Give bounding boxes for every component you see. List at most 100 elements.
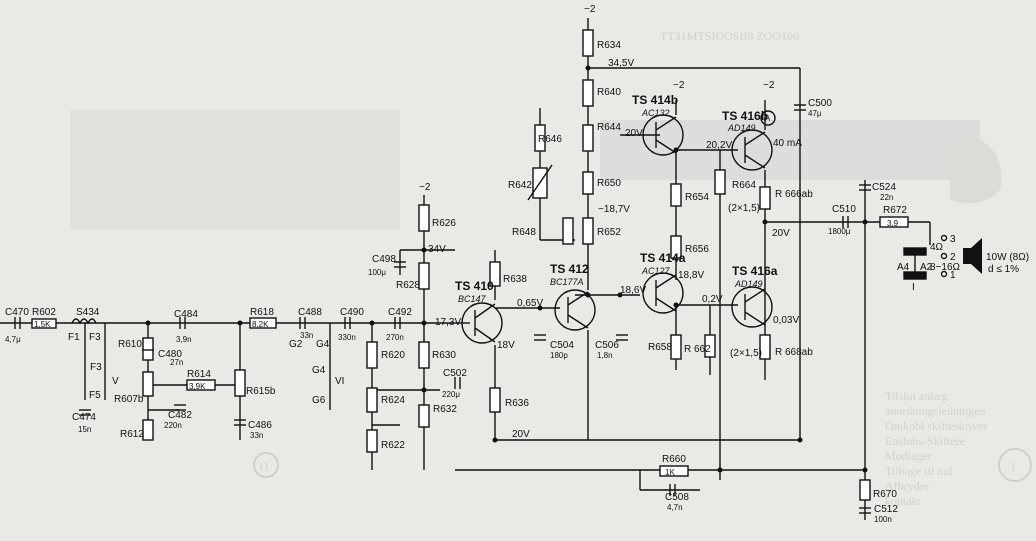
- ts412-type: BC177A: [550, 277, 584, 287]
- ts416a-name: TS 416a: [732, 264, 778, 278]
- r644-label: R644: [597, 122, 621, 133]
- bleed-line-1: anordningsledningen: [885, 404, 986, 418]
- v187-label: −18,7V: [598, 204, 630, 215]
- f5-label: F5: [89, 390, 101, 401]
- r656-label: R656: [685, 244, 709, 255]
- supply-ts414b-label: −2: [673, 80, 685, 91]
- r610-label: R610: [118, 339, 142, 350]
- c502-label: C502: [443, 368, 467, 379]
- c486-label: C486: [248, 420, 272, 431]
- junction-dots: [145, 65, 868, 473]
- r638-label: R638: [503, 274, 527, 285]
- v173-label: 17,3V: [435, 317, 461, 328]
- g4-label: G4: [316, 339, 330, 350]
- switch-v-label: V: [112, 376, 119, 387]
- v18-label: 18V: [497, 340, 515, 351]
- c498-label: C498: [372, 254, 396, 265]
- r630-label: R630: [432, 350, 456, 361]
- r672-value: 3,9: [887, 219, 899, 228]
- bleed-mirrored-text: TT31MTSIOOSII8 ZOO100: [660, 29, 799, 43]
- c482-label: C482: [168, 410, 192, 421]
- r612-label: R612: [120, 429, 144, 440]
- wiring: [0, 18, 931, 520]
- r607b-label: R607b: [114, 394, 144, 405]
- r666ab-label: R 666ab: [775, 189, 813, 200]
- speaker-rating: 10W (8Ω): [986, 252, 1029, 263]
- r652-label: R652: [597, 227, 621, 238]
- ts414b-name: TS 414b: [632, 93, 678, 107]
- r654-label: R654: [685, 192, 709, 203]
- ts416a-type: AD149: [734, 279, 763, 289]
- v186-label: 18,6V: [620, 285, 646, 296]
- supply-mid-label: −2: [419, 182, 431, 193]
- r648-label: R648: [512, 227, 536, 238]
- tap-3-label: 3: [950, 234, 956, 245]
- c490-value: 330n: [338, 333, 356, 342]
- r664-note: (2×1,5): [728, 203, 760, 214]
- v188-label: 18,8V: [678, 270, 704, 281]
- g2-label: G2: [289, 339, 303, 350]
- c524-label: C524: [872, 182, 896, 193]
- r660-label: R660: [662, 454, 686, 465]
- bleed-line-3: Ensløbs-Skiftere: [885, 434, 965, 448]
- bleed-line-7: kontakt: [885, 494, 922, 508]
- distortion-label: d ≤ 1%: [988, 264, 1019, 275]
- r622-label: R622: [381, 440, 405, 451]
- r626-label: R626: [432, 218, 456, 229]
- r624-label: R624: [381, 395, 405, 406]
- c492-value: 270n: [386, 333, 404, 342]
- c508-value: 4,7n: [667, 503, 683, 512]
- c474-value: 15n: [78, 425, 91, 434]
- c498-value: 100μ: [368, 268, 386, 277]
- c486-value: 33n: [250, 431, 263, 440]
- r658-label: R658: [648, 342, 672, 353]
- bleed-line-2: Omkobl skifteskriver: [885, 419, 987, 433]
- ts416b-type: AD149: [727, 123, 756, 133]
- c510-label: C510: [832, 204, 856, 215]
- r618-label: R618: [250, 307, 274, 318]
- r672-label: R672: [883, 205, 907, 216]
- r628-label: R628: [396, 280, 420, 291]
- switch-vi-label: VI: [335, 376, 344, 387]
- supply-top-label: −2: [584, 4, 596, 15]
- r664-label: R664: [732, 180, 756, 191]
- v20-left: 20V: [512, 429, 530, 440]
- bleed-line-4: Modtager: [885, 449, 932, 463]
- v20-ts414b: 20V: [625, 128, 643, 139]
- r615b-label: R615b: [246, 386, 276, 397]
- v202-label: 20,2V: [706, 140, 732, 151]
- capacitor-symbols: [14, 104, 871, 514]
- v34-label: 34V: [428, 244, 446, 255]
- g6-label: G6: [312, 395, 326, 406]
- ohm-8-16-label: 8−16Ω: [930, 262, 961, 273]
- c492-label: C492: [388, 307, 412, 318]
- r662-label: R 662: [684, 344, 711, 355]
- ts416b-name: TS 416b: [722, 109, 768, 123]
- a4-label: A4: [897, 262, 910, 273]
- bleed-through-background: TT31MTSIOOSII8 ZOO100 1 11 Tilslut anlæg…: [70, 29, 1032, 508]
- bleed-line-0: Tilslut anlæg: [885, 389, 948, 403]
- r634-label: R634: [597, 40, 621, 51]
- bleed-line-5: Tilbage til nul: [885, 464, 953, 478]
- c484-value: 3,9n: [176, 335, 192, 344]
- tap-1-label: 1: [950, 270, 956, 281]
- r640-label: R640: [597, 87, 621, 98]
- c508-label: C508: [665, 492, 689, 503]
- c484-label: C484: [174, 309, 198, 320]
- s434-label: S434: [76, 307, 100, 318]
- c488-label: C488: [298, 307, 322, 318]
- c504-value: 180p: [550, 351, 568, 360]
- c482-value: 220n: [164, 421, 182, 430]
- component-labels: −2 −2 −2 −2 TS 410 BC147 TS 412 BC177A T…: [5, 4, 1029, 524]
- c512-value: 100n: [874, 515, 892, 524]
- v003-label: 0,03V: [773, 315, 799, 326]
- c480-label: C480: [158, 349, 182, 360]
- ts414b-type: AC132: [641, 108, 670, 118]
- r642-label: R642: [508, 180, 532, 191]
- ts410-name: TS 410: [455, 279, 494, 293]
- c490-label: C490: [340, 307, 364, 318]
- transistor-symbols: [71, 110, 776, 344]
- c502-value: 220μ: [442, 390, 460, 399]
- v345-label: 34,5V: [608, 58, 634, 69]
- ts414a-type: AC127: [641, 266, 671, 276]
